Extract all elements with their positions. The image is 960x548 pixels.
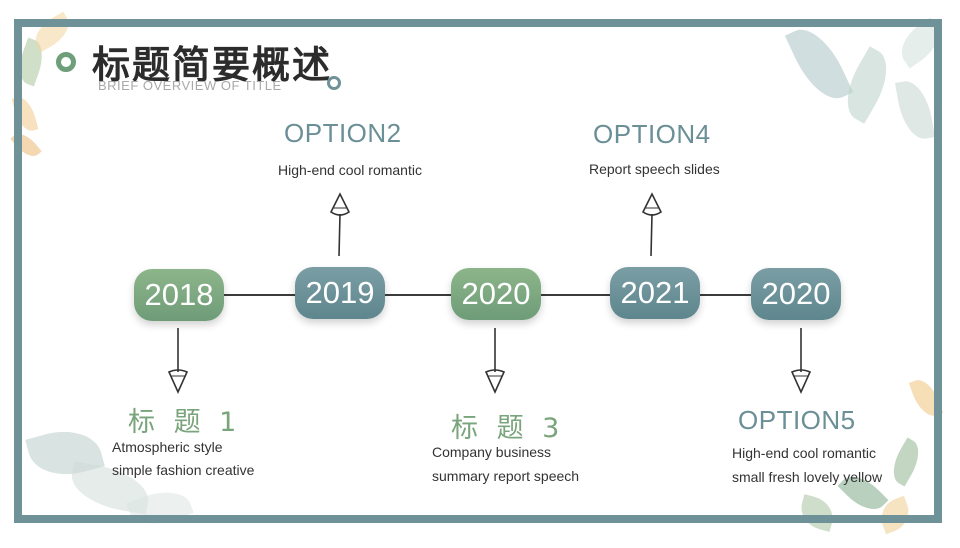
item-2-line-1: High-end cool romantic: [278, 162, 422, 178]
circle-decoration-icon: [327, 76, 341, 90]
item-4-line-1: Report speech slides: [589, 161, 720, 177]
year-pill-1: 2018: [134, 269, 224, 321]
slide-frame: [14, 19, 942, 523]
arrow-down-icon: [790, 328, 812, 394]
item-4-heading: OPTION4: [593, 119, 711, 149]
item-1-heading: 标 题 1: [128, 407, 242, 438]
year-pill-4: 2021: [610, 267, 700, 319]
item-3-line-1: Company business: [432, 444, 552, 460]
item-1-line-2: simple fashion creative: [112, 462, 255, 478]
item-2-heading: OPTION2: [284, 118, 402, 148]
year-pill-5: 2020: [751, 268, 841, 320]
item-5-line-1: High-end cool romantic: [732, 445, 876, 461]
arrow-up-icon: [641, 192, 663, 257]
page-title: 标题简要概述: [92, 43, 333, 87]
arrow-down-icon: [484, 328, 506, 394]
year-pill-2: 2019: [295, 267, 385, 319]
title-bullet-icon: [56, 52, 76, 72]
arrow-up-icon: [329, 192, 351, 257]
year-pill-3: 2020: [451, 268, 541, 320]
item-5-line-2: small fresh lovely yellow: [732, 469, 883, 485]
item-3-heading: 标 题 3: [451, 413, 565, 444]
item-1-line-1: Atmospheric style: [112, 439, 223, 455]
item-3-line-2: summary report speech: [432, 468, 580, 484]
page-subtitle: BRIEF OVERVIEW OF TITLE: [98, 78, 282, 93]
arrow-down-icon: [167, 328, 189, 394]
item-5-heading: OPTION5: [738, 405, 856, 435]
